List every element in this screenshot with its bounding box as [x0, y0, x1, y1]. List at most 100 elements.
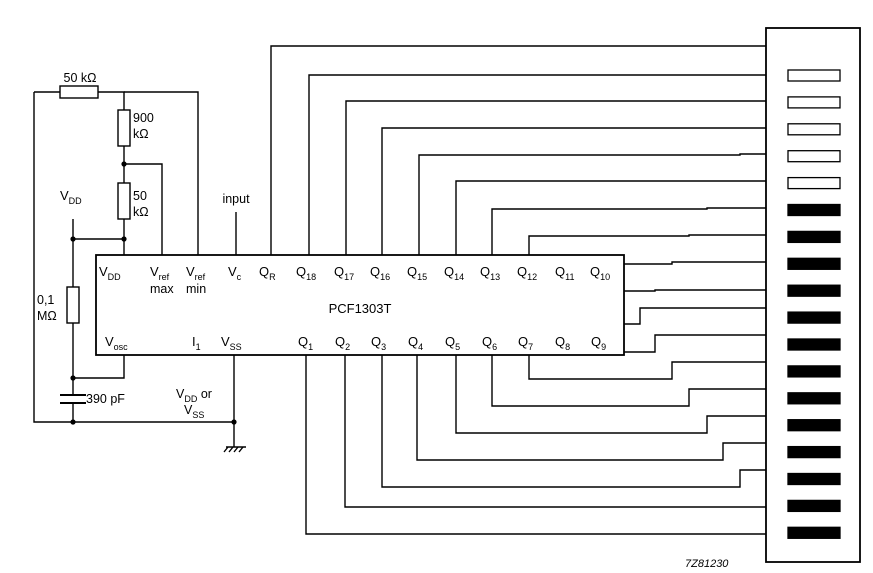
display-segment-17 — [787, 499, 841, 513]
display-segment-13 — [787, 392, 841, 405]
display-segment-14 — [787, 419, 841, 432]
ic-bottom-pin-label: Q1 — [298, 334, 313, 352]
wires — [33, 45, 766, 535]
resistor-900k-label-2: kΩ — [133, 127, 149, 141]
output-wire-top — [345, 100, 766, 255]
output-wire-bottom — [601, 307, 766, 355]
resistor-01m-label-2: MΩ — [37, 309, 57, 323]
ic-bottom-pin-label: Q8 — [555, 334, 570, 352]
wire-top-right — [98, 91, 125, 110]
wire-vref-min — [124, 91, 199, 255]
output-wire-top — [270, 45, 766, 255]
ic-top-pin-label: VDD — [99, 264, 121, 282]
ic-top-pin-label: Vref — [186, 264, 206, 282]
resistor-50k-label-1: 50 — [133, 189, 147, 203]
display-segment-16 — [787, 472, 841, 486]
display-segment-9 — [787, 284, 841, 297]
ic-name: PCF1303T — [329, 301, 392, 316]
ic-bottom-pin-label: VSS — [221, 334, 242, 352]
display-segment-15 — [787, 445, 841, 459]
ic-bottom-pin-label: Q7 — [518, 334, 533, 352]
ic-bottom-pin-label: Q4 — [408, 334, 423, 352]
wire-vref-max — [124, 163, 163, 255]
output-wire-top — [455, 180, 766, 255]
ic-top-pin-label: Q17 — [334, 264, 354, 282]
ic-top-pin-label: Q14 — [444, 264, 464, 282]
drawing-code: 7Z81230 — [685, 558, 729, 570]
ic-top-pin-label: Q10 — [590, 264, 610, 282]
display-segment-8 — [787, 257, 841, 270]
ic-bottom-pin-label: Q2 — [335, 334, 350, 352]
resistor-50k-label-2: kΩ — [133, 205, 149, 219]
ic-top-pin-label: Vc — [228, 264, 242, 282]
display-segment-6 — [787, 203, 841, 217]
ic-bottom-pin-label: Q9 — [591, 334, 606, 352]
wire-vdd-rail — [72, 219, 124, 240]
input-label: input — [222, 192, 250, 206]
resistor-50k-top — [59, 85, 99, 99]
ic-bottom-pin-label: Q5 — [445, 334, 460, 352]
junction-dot — [70, 236, 76, 242]
resistor-900k — [117, 109, 131, 147]
display-segment-12 — [787, 365, 841, 378]
i1-connection-note-2: VSS — [184, 403, 204, 420]
components — [59, 85, 237, 425]
display-segment-18 — [787, 526, 841, 539]
display-segment-10 — [787, 311, 841, 324]
display-segment-11 — [787, 338, 841, 351]
junction-dot — [121, 161, 127, 167]
ic-bottom-pin-label: Q3 — [371, 334, 386, 352]
resistor-0-1m — [66, 286, 80, 324]
output-wire-top — [601, 255, 766, 292]
display-segment-4 — [787, 150, 841, 163]
ic-bottom-pin-label: Q6 — [482, 334, 497, 352]
ic-top-pin-label: Q12 — [517, 264, 537, 282]
resistor-01m-label-1: 0,1 — [37, 293, 54, 307]
junction-dot — [231, 419, 237, 425]
resistor-50k-top-label: 50 kΩ — [64, 71, 97, 85]
output-wire-top — [308, 74, 766, 255]
ground-symbol — [223, 446, 246, 453]
resistor-900k-label-1: 900 — [133, 111, 154, 125]
wire-outer-loop — [33, 92, 234, 423]
ic-top-pin-label: Q11 — [555, 264, 574, 282]
junction-dot — [121, 236, 127, 242]
ic-top-pin-label: Q15 — [407, 264, 427, 282]
vdd-supply-label: VDD — [60, 188, 82, 206]
display-segment-2 — [787, 96, 841, 109]
capacitor-label: 390 pF — [86, 392, 125, 406]
output-wire-top — [381, 127, 766, 255]
output-wire-bottom — [305, 355, 766, 535]
ic-top-pin-label-line2: min — [186, 282, 206, 296]
ic-bottom-pin-label: Vosc — [105, 334, 128, 352]
ic-top-pin-label: Vref — [150, 264, 170, 282]
output-wire-bottom — [344, 355, 766, 508]
ic-top-pin-label: Q18 — [296, 264, 316, 282]
output-wire-bottom — [491, 355, 766, 407]
output-wire-top — [491, 207, 766, 255]
ic-top-pin-label: QR — [259, 264, 276, 282]
output-wire-top — [528, 234, 766, 255]
ic-top-pin-label-line2: max — [150, 282, 174, 296]
junction-dot — [70, 375, 76, 381]
ic-body — [95, 254, 625, 356]
display-segment-7 — [787, 230, 841, 244]
output-wire-bottom — [381, 355, 766, 488]
display-segment-3 — [787, 123, 841, 136]
ic-top-pin-label: Q13 — [480, 264, 500, 282]
output-wire-bottom — [455, 355, 766, 434]
output-wire-top — [418, 153, 766, 255]
ic-top-pin-label: Q16 — [370, 264, 390, 282]
i1-connection-note-1: VDD or — [176, 387, 212, 404]
output-wire-bottom — [528, 355, 766, 380]
display-segment-5 — [787, 176, 841, 190]
ic-bottom-pin-label: I1 — [192, 334, 201, 352]
resistor-50k — [117, 182, 131, 220]
wire-vosc — [73, 355, 125, 379]
junction-dot — [70, 419, 76, 425]
bar-display-segments — [787, 69, 841, 539]
output-wire-bottom — [416, 355, 766, 461]
display-segment-1 — [787, 69, 841, 82]
